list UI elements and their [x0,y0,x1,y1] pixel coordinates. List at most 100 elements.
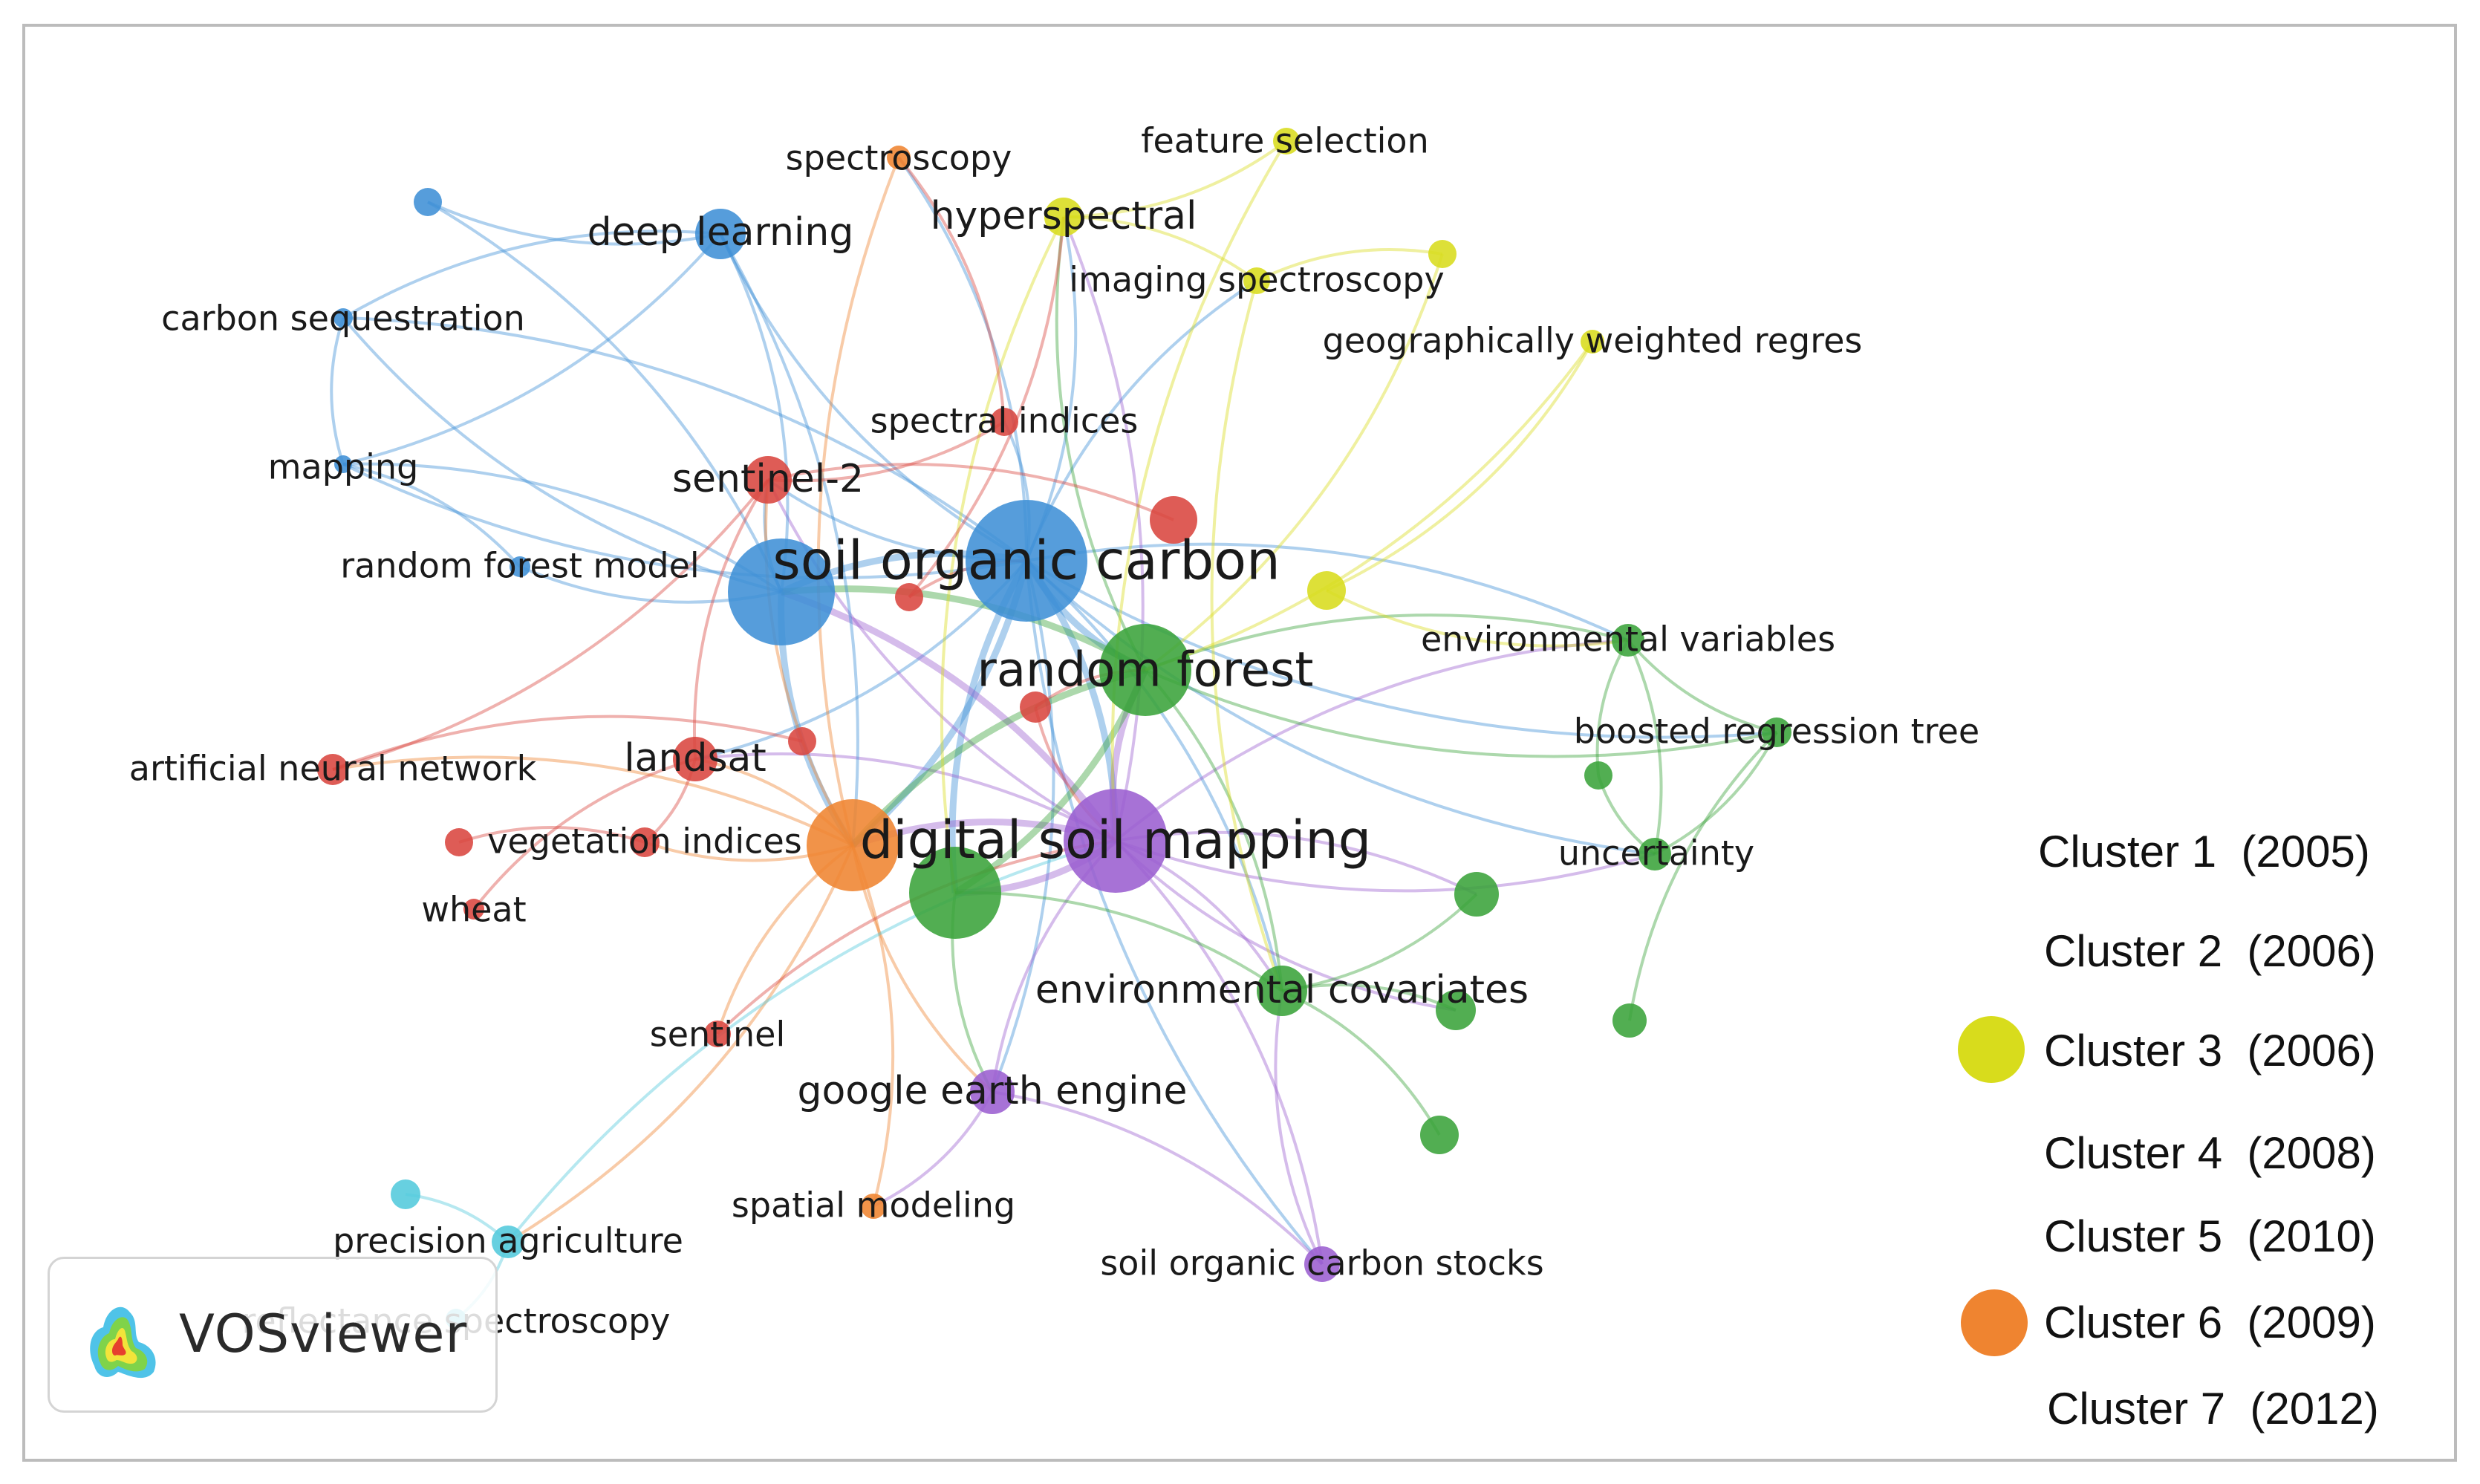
legend-item-cluster-4: Cluster 4 (2008) [2044,1128,2376,1178]
node-label-pa: precision agriculture [333,1221,683,1261]
node-ev[interactable] [1612,624,1644,657]
node-brt[interactable] [1762,717,1791,747]
vosviewer-heatmap-icon [90,1306,156,1379]
node-gee[interactable] [970,1070,1015,1114]
link-rf-brt [1145,668,1777,758]
link-dl-orange [719,233,859,846]
node-r4[interactable] [1020,691,1051,723]
link-soc-ec [1025,559,1283,992]
node-rf[interactable] [1099,624,1191,716]
node-r5[interactable] [788,727,816,755]
legend-item-cluster-3: Cluster 3 (2006) [2044,1026,2376,1075]
node-c7_small[interactable] [391,1179,420,1209]
link-soc-socs [1025,560,1324,1266]
node-g1[interactable] [1454,872,1499,917]
link-ec-g4 [1281,989,1441,1136]
link-map-rfm [342,463,521,568]
node-vi[interactable] [630,827,660,857]
link-orange-sm [851,844,895,1207]
link-ec-g1 [1281,893,1478,992]
node-r1[interactable] [1150,496,1197,544]
link-dsm-blue_hub [780,588,1119,843]
node-label-rf: random forest [977,643,1314,698]
node-gwr[interactable] [1581,330,1604,354]
node-soc[interactable] [966,500,1087,622]
link-vi-r2 [458,826,645,844]
node-ls[interactable] [673,737,717,781]
node-label-ev: environmental variables [1421,619,1835,660]
link-cs-map [330,317,345,465]
node-label-sent: sentinel [650,1015,785,1055]
link-hyp-fs [1063,140,1288,218]
node-label-ec: environmental covariates [1035,968,1529,1012]
link-dsm-ls [694,752,1116,842]
node-sm[interactable] [861,1194,886,1219]
network-nodes [317,128,1791,1330]
node-g5[interactable] [1612,1003,1647,1038]
link-fs-dsm [1110,140,1288,842]
link-blue_hub-blue_tl [426,201,783,593]
link-orange-ann [332,755,853,847]
legend-item-cluster-6: Cluster 6 (2009) [2044,1298,2376,1347]
link-ev-g3 [1595,639,1630,776]
node-orange[interactable] [807,799,899,891]
link-y_small1-rf [1144,253,1444,671]
link-gwr-y_small2 [1326,341,1594,592]
node-dl[interactable] [695,209,746,259]
link-orange-spec [816,157,900,846]
node-si[interactable] [990,408,1018,436]
link-dl-map [342,232,722,466]
node-ec[interactable] [1257,966,1307,1016]
node-is[interactable] [1243,267,1270,294]
node-label-brt: boosted regression tree [1574,712,1979,752]
node-label-unc: uncertainty [1558,833,1754,873]
node-label-spec: spectroscopy [786,138,1012,178]
node-g_big[interactable] [909,847,1001,939]
link-s2-si [767,420,1006,483]
node-y_small2[interactable] [1307,571,1346,610]
legend-item-cluster-2: Cluster 2 (2006) [2044,926,2376,976]
node-blue_tl[interactable] [414,188,442,216]
legend-dot-cluster-3 [1958,1016,2025,1083]
node-rfm[interactable] [510,556,530,577]
node-map[interactable] [334,455,352,473]
node-hyp[interactable] [1044,198,1083,236]
node-label-hyp: hyperspectral [931,194,1197,238]
link-hyp-g_big [940,216,1065,894]
node-ann[interactable] [317,754,348,785]
node-y_small1[interactable] [1428,240,1457,268]
node-r3[interactable] [895,583,923,611]
node-g3[interactable] [1584,761,1612,790]
link-dsm-g1 [1115,830,1477,896]
node-sent[interactable] [704,1021,731,1047]
node-spec[interactable] [887,146,911,169]
node-label-is: imaging spectroscopy [1069,260,1444,300]
node-s2[interactable] [744,456,792,504]
link-hyp-is [1063,215,1258,282]
node-unc[interactable] [1638,838,1671,870]
link-brt-g5 [1628,731,1778,1021]
link-is-y_small1 [1256,247,1443,282]
link-blue_tl-dl [427,201,721,246]
link-dl-cs [342,230,721,319]
node-wheat[interactable] [463,899,484,920]
link-orange-s2 [764,479,854,847]
node-label-map: mapping [268,447,419,487]
node-pa[interactable] [492,1226,524,1258]
node-r2[interactable] [445,828,473,856]
node-dsm[interactable] [1064,789,1168,893]
node-g4[interactable] [1420,1116,1459,1154]
node-socs[interactable] [1304,1246,1340,1282]
link-ls-wheat [472,758,696,911]
node-label-wheat: wheat [421,890,526,930]
figure-frame [22,24,2457,1462]
node-fs[interactable] [1273,128,1300,154]
link-brt-unc [1654,732,1778,856]
node-blue_hub[interactable] [728,538,835,645]
legend-item-cluster-1: Cluster 1 (2005) [2038,827,2370,876]
node-cs[interactable] [333,308,353,328]
link-soc-spec [897,156,1029,562]
node-g2[interactable] [1436,990,1476,1030]
vosviewer-logo[interactable]: VOSviewer [48,1257,498,1413]
